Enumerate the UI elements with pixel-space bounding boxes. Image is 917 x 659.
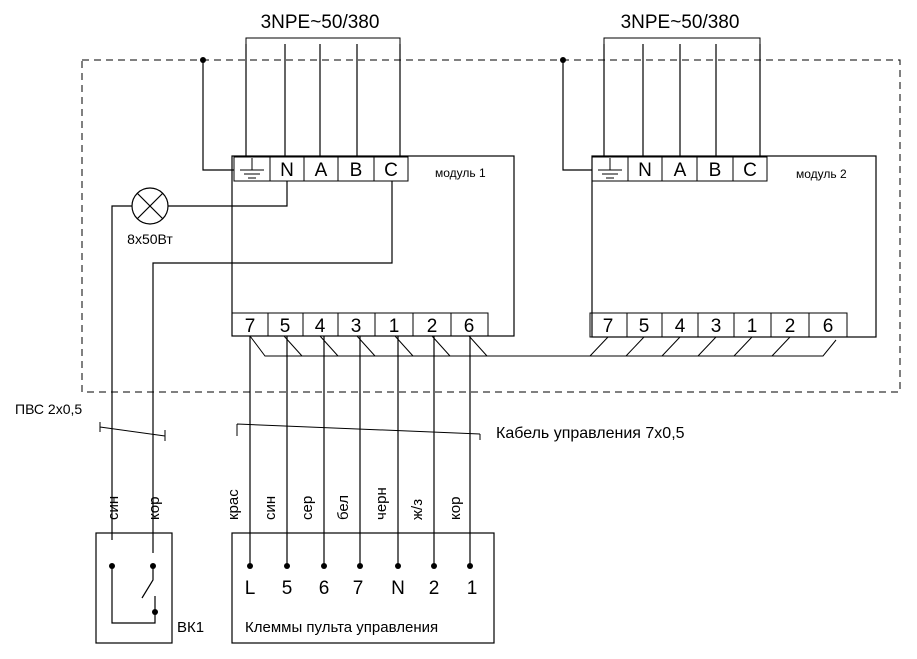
lamp-label: 8x50Вт [127, 231, 173, 247]
svg-text:ж/з: ж/з [409, 499, 426, 520]
module-1-box [231, 155, 515, 337]
supply-brace-1 [245, 37, 401, 44]
svg-text:2: 2 [785, 316, 796, 337]
svg-text:2: 2 [429, 578, 440, 599]
svg-text:5: 5 [282, 578, 293, 599]
control-bus [249, 335, 837, 357]
svg-text:6: 6 [823, 316, 834, 337]
module-2-label: модуль 2 [796, 167, 847, 181]
switch-wire-color: кор [146, 497, 163, 520]
ground-icon [240, 158, 264, 179]
svg-text:6: 6 [464, 316, 475, 337]
svg-text:L: L [245, 578, 256, 599]
svg-text:син: син [262, 496, 279, 520]
svg-text:черн: черн [373, 487, 390, 520]
svg-text:крас: крас [225, 489, 242, 520]
supply-wires-2 [562, 44, 761, 171]
wire-phase-c [152, 181, 393, 553]
switch-icon [111, 566, 156, 624]
svg-text:2: 2 [427, 316, 438, 337]
svg-text:бел: бел [335, 495, 352, 520]
control-cable-label: Кабель управления 7x0,5 [496, 425, 685, 442]
panel-terminal-labels: L 5 6 7 N 2 1 [245, 578, 478, 599]
svg-text:кор: кор [447, 497, 464, 520]
svg-text:N: N [391, 578, 405, 599]
svg-text:сер: сер [299, 496, 316, 520]
module-1-control-terminals: 7 5 4 3 1 2 6 [231, 312, 489, 337]
control-panel-box [231, 532, 495, 644]
svg-text:3: 3 [711, 316, 722, 337]
ground-icon [598, 158, 622, 179]
lamp-icon [131, 187, 169, 225]
svg-text:7: 7 [353, 578, 364, 599]
m2-terminal-B: B [709, 160, 722, 181]
panel-label: Клеммы пульта управления [245, 619, 438, 636]
m1-terminal-N: N [280, 160, 294, 181]
junction-dot [560, 57, 566, 63]
supply-brace-2 [603, 37, 761, 44]
pvs-cable-label: ПВС 2x0,5 [15, 401, 82, 417]
module-2-power-terminals: N A B C [591, 156, 768, 182]
switch-label: ВК1 [177, 619, 204, 636]
control-cable-wires [249, 336, 471, 566]
switch-box [95, 532, 173, 644]
svg-text:4: 4 [315, 316, 326, 337]
panel-terminal-dots [247, 563, 473, 569]
switch-wire-color: син [105, 496, 122, 520]
m1-terminal-C: C [384, 160, 398, 181]
m2-terminal-C: C [743, 160, 757, 181]
enclosure-boundary [81, 59, 901, 393]
lamp-wire-neutral [168, 181, 288, 207]
m2-terminal-A: A [674, 160, 687, 181]
svg-text:3: 3 [351, 316, 362, 337]
svg-text:7: 7 [245, 316, 256, 337]
supply-label-2: 3NPE~50/380 [621, 12, 740, 33]
lamp-wire-blue [111, 205, 132, 540]
svg-text:1: 1 [389, 316, 400, 337]
control-cable-marker [236, 423, 481, 440]
module-1-label: модуль 1 [435, 166, 486, 180]
m1-terminal-A: A [315, 160, 328, 181]
svg-text:4: 4 [675, 316, 686, 337]
panel-wire-colors: крас син сер бел черн ж/з кор [225, 487, 464, 520]
supply-label-1: 3NPE~50/380 [261, 12, 380, 33]
svg-text:5: 5 [280, 316, 291, 337]
svg-text:1: 1 [747, 316, 758, 337]
module-2-control-terminals: 7 5 4 3 1 2 6 [589, 312, 848, 338]
pvs-cable-marker [99, 422, 166, 441]
svg-text:6: 6 [319, 578, 330, 599]
junction-dot [200, 57, 206, 63]
svg-text:5: 5 [639, 316, 650, 337]
m2-terminal-N: N [638, 160, 652, 181]
module-2-box [591, 155, 877, 338]
m1-terminal-B: B [350, 160, 363, 181]
svg-text:7: 7 [603, 316, 614, 337]
module-1-power-terminals: N A B C [233, 156, 409, 182]
svg-text:1: 1 [467, 578, 478, 599]
supply-wires-1 [202, 44, 401, 171]
